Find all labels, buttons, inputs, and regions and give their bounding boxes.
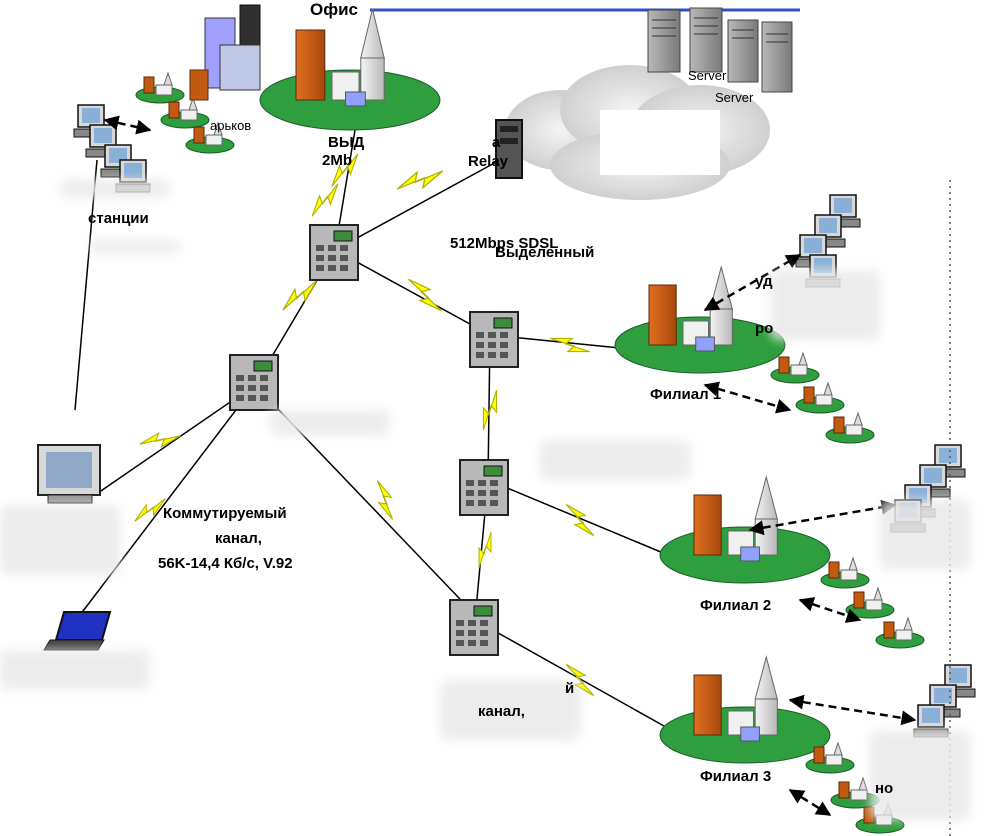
- small-site-icon: [825, 411, 875, 444]
- server-rack-group: [647, 7, 793, 93]
- blurred-text: [270, 410, 390, 435]
- dialup-label-1: Коммутируемый: [163, 505, 287, 522]
- blurred-text: [770, 270, 880, 340]
- router-icon: [449, 599, 499, 656]
- lightning-bolt-icon: [550, 337, 590, 353]
- lightning-bolt-icon: [565, 663, 595, 697]
- dialup-label-2: канал,: [215, 530, 262, 547]
- server-label-1: Server: [688, 68, 727, 83]
- speed-2mb-label: 2Мb: [322, 152, 352, 169]
- branch-campus-icon: [659, 475, 831, 584]
- router-icon: [229, 354, 279, 411]
- frame-relay-a-label: а: [492, 134, 501, 151]
- office-label: Офис: [310, 0, 359, 19]
- dialup-label-3: 56K-14,4 Кб/с, V.92: [158, 555, 293, 572]
- channel-y-label: й: [565, 680, 575, 697]
- workstation-icon: [825, 194, 861, 228]
- kharkov-label: арьков: [210, 118, 252, 133]
- workstation-icon: [915, 464, 951, 498]
- server-label-2: Server: [715, 90, 754, 105]
- dashed-arrow: [103, 115, 152, 135]
- stations-label: станции: [88, 210, 149, 227]
- link-line: [487, 479, 681, 561]
- small-site-icon: [185, 121, 235, 154]
- branch2-label: Филиал 2: [700, 597, 772, 614]
- blurred-text: [90, 240, 180, 254]
- lightning-bolt-icon: [139, 431, 181, 449]
- small-site-icon: [770, 351, 820, 384]
- small-site-icon: [845, 586, 895, 619]
- frame-relay-cloud: [505, 65, 770, 200]
- dashed-arrow: [748, 499, 897, 536]
- blurred-text: [440, 680, 580, 740]
- workstation-icon: [930, 444, 966, 478]
- ro-label: ро: [755, 320, 774, 337]
- blurred-text: [60, 180, 170, 198]
- no-label: но: [875, 780, 894, 797]
- frame-relay-label: Relay: [468, 153, 509, 170]
- small-site-icon: [805, 741, 855, 774]
- small-site-icon: [135, 71, 185, 104]
- link-line: [74, 159, 98, 411]
- link-line: [94, 384, 256, 496]
- sdsl-label: 512Mbps SDSL: [450, 235, 559, 252]
- lightning-bolt-icon: [408, 278, 442, 312]
- blurred-text: [880, 500, 970, 570]
- city-buildings-icon: [189, 4, 261, 101]
- dashed-arrow: [703, 381, 792, 414]
- lightning-bolt-icon: [376, 480, 394, 520]
- lightning-bolt-icon: [331, 153, 359, 187]
- link-line: [334, 159, 501, 251]
- channel-label: канал,: [478, 703, 525, 720]
- lightning-bolt-icon: [482, 390, 498, 430]
- lightning-bolt-icon: [311, 183, 339, 217]
- lightning-bolt-icon: [565, 503, 595, 537]
- laptop-icon: [43, 611, 112, 651]
- workstation-icon: [940, 664, 976, 698]
- small-site-icon: [795, 381, 845, 414]
- yd-label: уд: [755, 273, 773, 290]
- router-icon: [459, 459, 509, 516]
- lightning-bolt-icon: [478, 531, 492, 569]
- frame-relay-device-icon: [495, 119, 523, 179]
- branch3-label: Филиал 3: [700, 768, 772, 785]
- small-site-icon: [160, 96, 210, 129]
- workstation-icon: [85, 124, 121, 158]
- blurred-text: [0, 650, 150, 690]
- branch-campus-icon: [259, 8, 441, 131]
- blurred-text: [870, 730, 970, 820]
- dashed-arrow: [788, 694, 917, 726]
- link-line: [79, 384, 256, 616]
- lightning-bolt-icon: [134, 498, 166, 522]
- dashed-arrow: [788, 788, 832, 817]
- lightning-bolt-icon: [396, 170, 444, 190]
- router-icon: [469, 311, 519, 368]
- desktop-monitor-icon: [37, 444, 101, 504]
- dashed-arrow: [703, 253, 802, 312]
- blurred-text: [0, 505, 120, 575]
- dedicated-label: Выделенный: [495, 244, 595, 261]
- branch1-label: Филиал 1: [650, 386, 722, 403]
- small-site-icon: [820, 556, 870, 589]
- link-line: [334, 249, 491, 336]
- branch-campus-icon: [659, 655, 831, 764]
- blurred-text: [540, 440, 690, 480]
- vpd-label: ВЫД: [328, 134, 365, 151]
- dashed-arrow: [798, 597, 862, 623]
- router-icon: [309, 224, 359, 281]
- small-site-icon: [875, 616, 925, 649]
